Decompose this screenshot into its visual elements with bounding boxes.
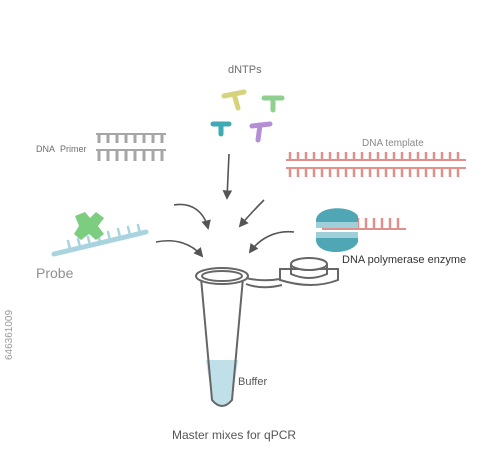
buffer-liquid bbox=[206, 360, 238, 406]
probe-fluorophore bbox=[74, 212, 104, 240]
dna-polymerase-enzyme bbox=[315, 208, 358, 253]
microcentrifuge-tube bbox=[195, 257, 339, 407]
label-probe: Probe bbox=[36, 265, 74, 281]
label-dntps: dNTPs bbox=[228, 64, 262, 76]
label-dna-primer: DNA Primer bbox=[36, 144, 87, 154]
arrow-template bbox=[238, 199, 265, 228]
dna-template-strand bbox=[286, 152, 466, 177]
caption-master-mix: Master mixes for qPCR bbox=[172, 428, 297, 442]
label-buffer: Buffer bbox=[238, 376, 268, 388]
arrow-primer bbox=[173, 203, 211, 230]
arrow-probe bbox=[155, 240, 204, 258]
flow-arrows bbox=[155, 153, 295, 258]
dna-primer-strand bbox=[96, 133, 166, 161]
dntp-yellow bbox=[221, 89, 247, 111]
dntp-green bbox=[261, 95, 285, 113]
label-dna-template: DNA template bbox=[362, 138, 424, 149]
arrow-polymerase bbox=[248, 230, 295, 254]
stock-id: 646361009 bbox=[4, 309, 15, 360]
dntp-purple bbox=[249, 121, 273, 143]
arrow-dntps bbox=[222, 153, 233, 200]
dntp-teal bbox=[210, 121, 232, 137]
label-dna-polymerase: DNA polymerase enzyme bbox=[342, 254, 467, 266]
